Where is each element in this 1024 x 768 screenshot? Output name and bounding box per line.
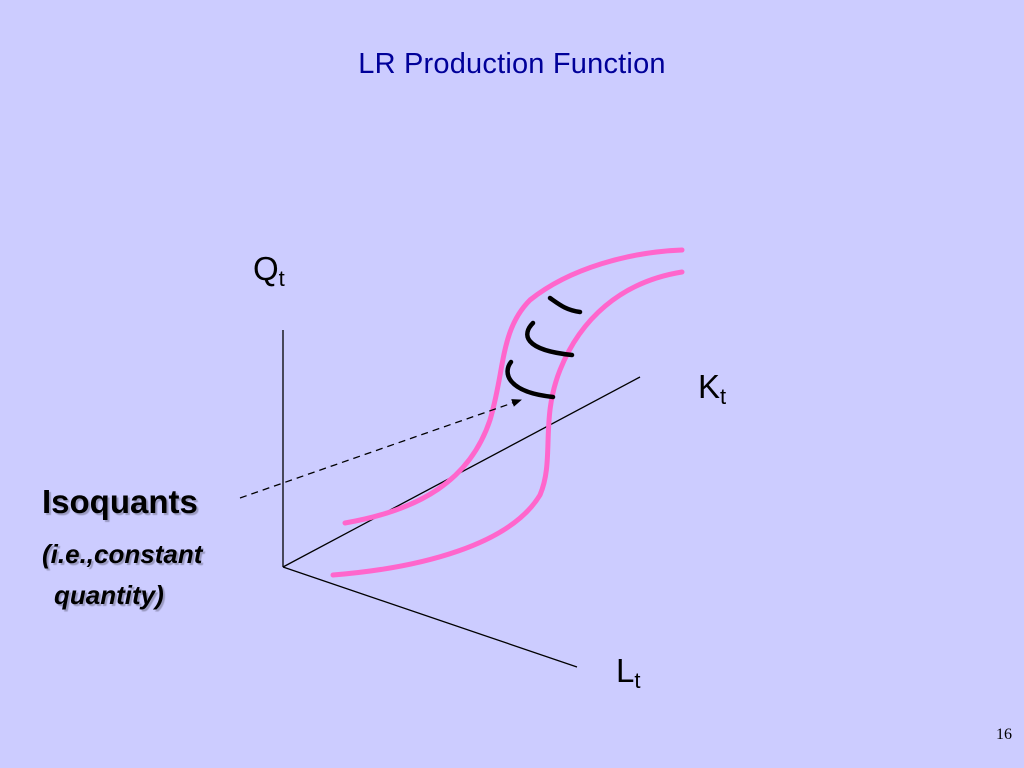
l-axis-symbol: L [616, 652, 635, 689]
isoquant-curve-high [547, 295, 583, 315]
q-axis-symbol: Q [253, 250, 279, 287]
surface-edge-upper [342, 247, 685, 526]
q-axis-subscript: t [278, 266, 285, 291]
page-number: 16 [996, 726, 1012, 743]
isoquant-curve-mid [525, 320, 575, 358]
isoquant-curve-low [505, 359, 556, 400]
isoquants-description-line-2: quantity) [54, 580, 164, 610]
l-axis-subscript: t [634, 668, 641, 693]
q-axis-label: Qt [253, 250, 285, 290]
k-axis-label: Kt [698, 368, 726, 408]
isoquant-pointer-arrow [239, 399, 522, 499]
surface-edge-lower [330, 269, 685, 578]
slide-title: LR Production Function [358, 48, 666, 80]
isoquants-heading: Isoquants [42, 483, 198, 520]
l-axis [282, 566, 578, 668]
isoquants-description-line-1: (i.e.,constant [42, 539, 203, 569]
l-axis-label: Lt [616, 652, 640, 692]
k-axis-symbol: K [698, 368, 721, 405]
k-axis-subscript: t [720, 384, 727, 409]
